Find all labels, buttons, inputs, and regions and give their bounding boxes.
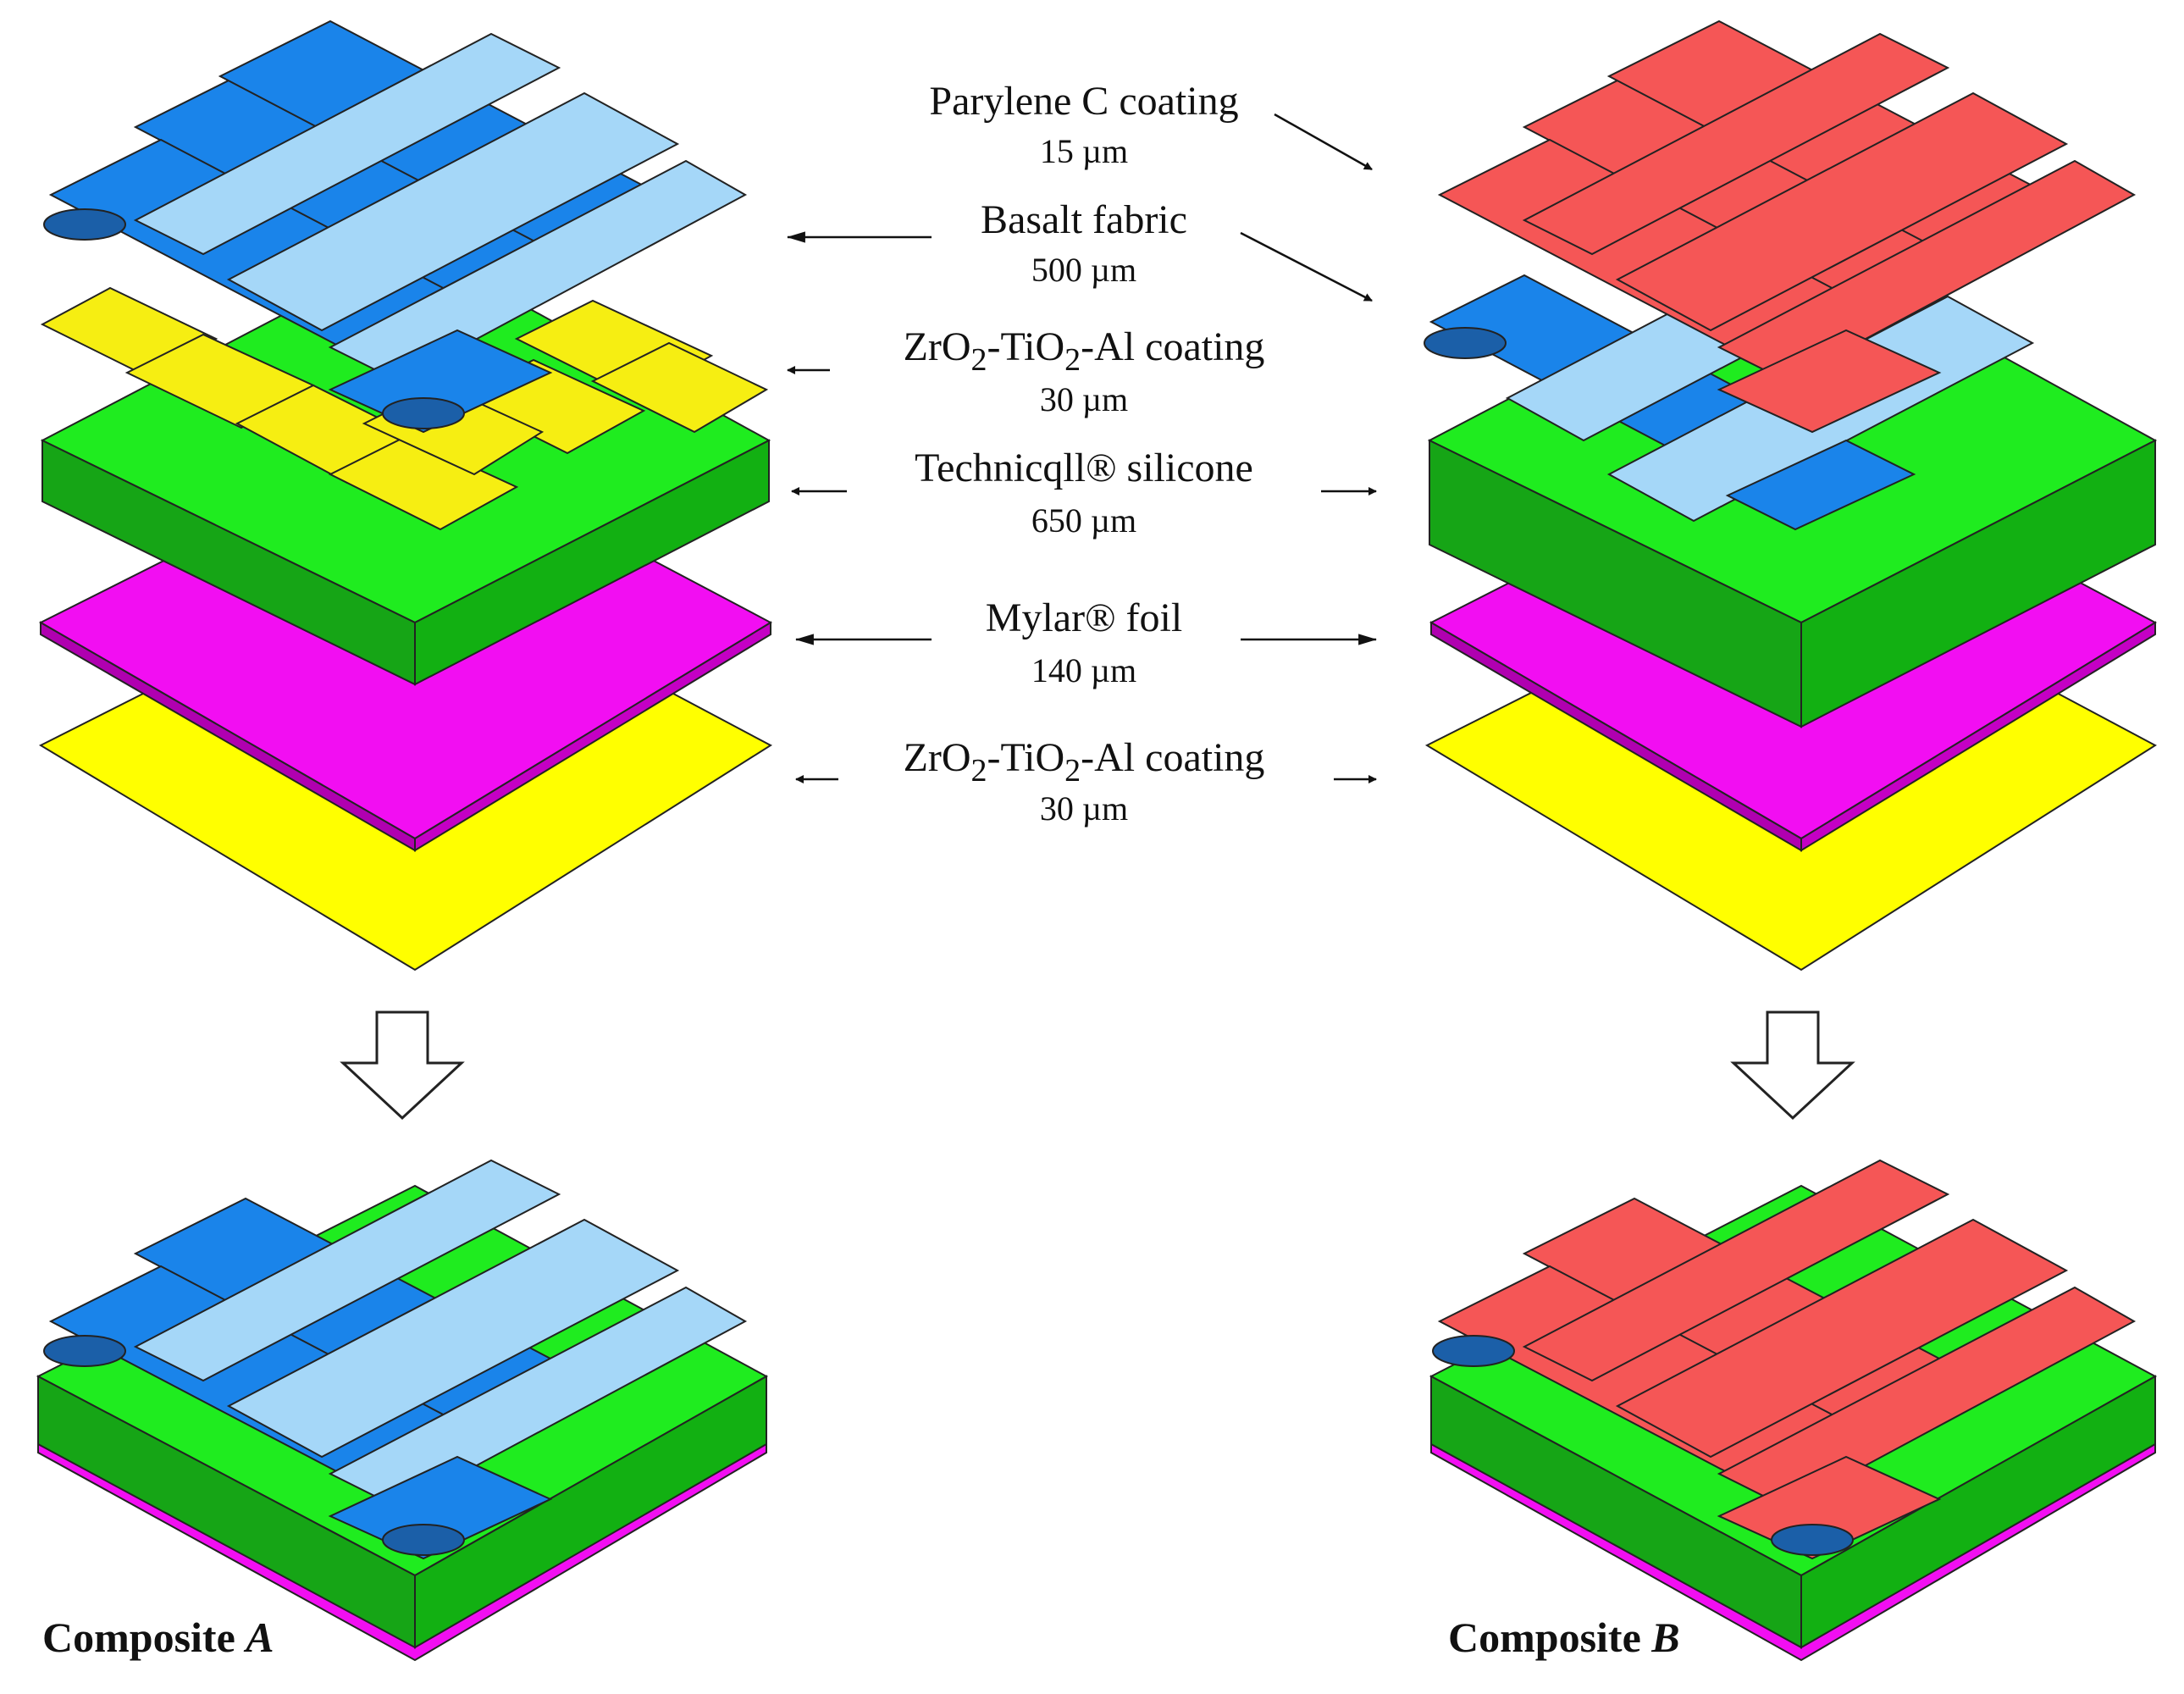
fabric-strip-end xyxy=(1432,1335,1515,1367)
arrow-basalt-right xyxy=(1240,231,1373,302)
composite-b-silicone-side-right xyxy=(1800,1375,2156,1649)
left-mylar-side-right xyxy=(414,621,771,852)
fabric-strip-end xyxy=(1771,1524,1854,1556)
pointer-arrows xyxy=(786,113,1378,783)
fabric-strip-light xyxy=(133,1159,561,1382)
label-silicone-thickness: 650 µm xyxy=(1031,501,1136,540)
label-top-coating-thickness: 30 µm xyxy=(1040,380,1128,418)
right-exploded-stack xyxy=(1424,19,2158,972)
fabric-strip-light xyxy=(133,32,561,256)
left-down-arrow xyxy=(340,1010,465,1121)
left-basalt-fabric xyxy=(43,19,748,434)
right-parylene-coated-fabric xyxy=(1437,19,2137,434)
fabric-strip-dark xyxy=(1725,439,1916,531)
label-parylene-thickness: 15 µm xyxy=(1040,132,1128,170)
label-mylar-thickness: 140 µm xyxy=(1031,651,1136,689)
parylene-strip xyxy=(1615,91,2069,332)
composite-a-silicone-side-right xyxy=(414,1375,767,1649)
right-down-arrow xyxy=(1730,1010,1855,1121)
label-basalt-thickness: 500 µm xyxy=(1031,251,1136,289)
composite-b-assembled xyxy=(1429,1159,2158,1662)
fabric-strip-end xyxy=(43,1335,126,1367)
fabric-strip-end xyxy=(43,208,126,241)
fabric-strip-light xyxy=(226,91,680,332)
coating-patch xyxy=(590,341,769,434)
caption-composite-b: Composite B xyxy=(1448,1614,1680,1661)
fabric-strip-end xyxy=(382,397,465,429)
label-silicone-name: Technicqll® silicone xyxy=(915,446,1253,490)
right-mylar-side-right xyxy=(1800,621,2156,852)
caption-composite-a: Composite A xyxy=(42,1614,274,1661)
fabric-strip-end xyxy=(1424,327,1507,359)
arrow-parylene-right xyxy=(1274,113,1373,171)
parylene-strip xyxy=(1615,1218,2069,1459)
left-exploded-stack xyxy=(38,19,773,972)
label-parylene-name: Parylene C coating xyxy=(929,79,1238,124)
parylene-strip xyxy=(1717,329,1942,434)
coating-patch xyxy=(328,435,519,531)
label-basalt-name: Basalt fabric xyxy=(981,197,1187,242)
left-silicone-side-right xyxy=(414,439,770,686)
fabric-strip-end xyxy=(382,1524,465,1556)
label-bottom-coating-name: ZrO2-TiO2-Al coating xyxy=(904,735,1265,789)
label-top-coating-name: ZrO2-TiO2-Al coating xyxy=(904,324,1265,378)
parylene-strip xyxy=(1522,1159,1950,1382)
right-silicone-side-right xyxy=(1800,439,2156,728)
fabric-strip-light xyxy=(226,1218,680,1459)
label-mylar-name: Mylar® foil xyxy=(986,595,1182,640)
layer-labels: Parylene C coating 15 µm Basalt fabric 5… xyxy=(904,79,1265,828)
parylene-strip xyxy=(1522,32,1950,256)
label-bottom-coating-thickness: 30 µm xyxy=(1040,789,1128,828)
composite-a-assembled xyxy=(36,1159,769,1662)
